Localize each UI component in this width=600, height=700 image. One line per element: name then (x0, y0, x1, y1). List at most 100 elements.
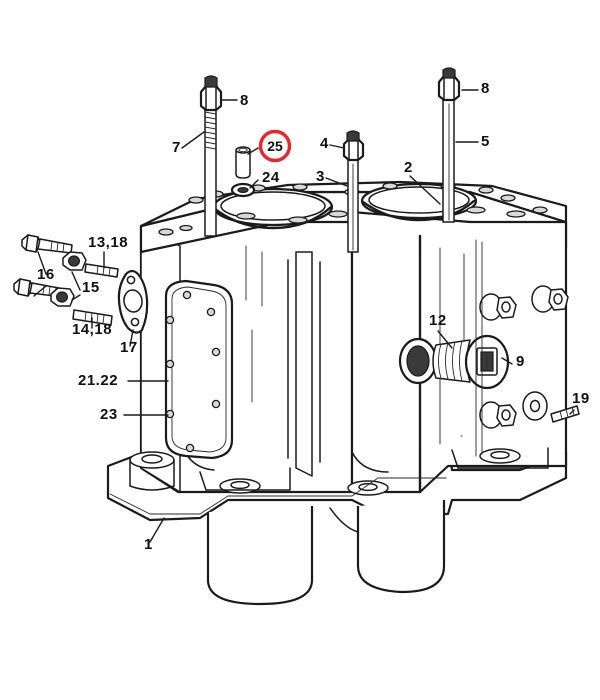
rbla-hole (501, 409, 511, 421)
callout-13-18: 13,18 (88, 234, 128, 251)
bolt16u-shank (37, 238, 73, 254)
flange-groove-left (199, 467, 291, 491)
callout-12: 12 (429, 312, 447, 329)
cover-bolt-7 (211, 399, 221, 409)
stud-7-threads (204, 111, 217, 150)
deck-hole-17 (179, 224, 193, 232)
base-bosses (109, 447, 549, 515)
stud1418-body (72, 309, 113, 326)
bore-left-inner (220, 191, 326, 221)
cover-bolt-6 (165, 409, 175, 419)
cylinder-liner-skirts (206, 500, 446, 606)
right-bolt-upper-a (479, 293, 517, 321)
nut-8-left-hex (199, 84, 223, 112)
cover-plate-inner (171, 286, 227, 453)
boss-3-hole (358, 482, 378, 492)
stud19-body (550, 405, 580, 423)
long-stud-left-assembly (199, 75, 223, 237)
oval-gasket-17 (117, 269, 149, 334)
right-washer-lower-b (522, 391, 548, 421)
boss-2-hole (230, 480, 250, 490)
plug-assembly-right (398, 334, 510, 390)
stud-7-tip (204, 75, 218, 88)
cover-bolt-3 (206, 307, 216, 317)
callout-15: 15 (82, 279, 100, 296)
callout-3: 3 (316, 168, 325, 185)
leader-16 (37, 251, 47, 275)
gasket17-bolt-hole-bot (130, 317, 140, 327)
callout-labels: 8 7 24 4 3 2 8 5 13,18 16 15 14,18 17 21… (37, 80, 589, 553)
stud-5-tip (442, 67, 456, 79)
nut-4-facet (348, 138, 359, 161)
gasket17-center-hole (123, 289, 143, 313)
leader-7 (181, 131, 205, 149)
nut-8-right-hex (437, 74, 461, 102)
short-stud-assembly (342, 130, 365, 253)
boss-4 (479, 448, 521, 464)
leader-2 (409, 175, 441, 205)
nut-4-hex (342, 137, 365, 162)
callout-5: 5 (481, 133, 490, 150)
highlight-circle (258, 129, 292, 163)
stud-19 (550, 405, 580, 423)
loose-fasteners-left (13, 234, 149, 334)
plug-boss-bore (406, 345, 430, 377)
leader-15b (71, 294, 81, 301)
center-web (295, 251, 313, 477)
callout-8-right: 8 (481, 80, 490, 97)
callout-2: 2 (404, 159, 413, 176)
rbub-hole (553, 293, 563, 305)
callout-23: 23 (100, 406, 118, 423)
flange-groove-right (451, 447, 549, 469)
leader-lines (33, 89, 575, 543)
deck-hole-6 (288, 216, 308, 224)
stud1318-body (84, 263, 119, 278)
stud-14-18 (72, 309, 113, 326)
leader-16b (33, 285, 47, 297)
gasket17-bolt-hole-top (126, 275, 136, 285)
rbla-hex (496, 404, 517, 427)
deck-hole-16 (158, 228, 174, 236)
dowel-sleeve-25 (235, 146, 251, 179)
nut-15-lower (50, 287, 75, 307)
leader-15 (71, 271, 81, 291)
nut-15-upper (62, 251, 87, 271)
deck-hole-14 (506, 210, 526, 218)
stud-13-18 (84, 263, 119, 278)
leader-19 (569, 409, 575, 415)
callout-24: 24 (262, 169, 280, 186)
leader-3 (325, 177, 348, 187)
callout-14-18: 14,18 (72, 321, 112, 338)
deck-hole-13 (466, 206, 486, 214)
callout-1: 1 (144, 536, 153, 553)
plug-12-threads (438, 340, 463, 382)
leader-17 (129, 329, 134, 347)
leader-4 (329, 144, 345, 149)
right-bolt-upper-b (531, 285, 569, 313)
nut15u-hole (67, 255, 80, 267)
o-ring-24 (230, 182, 256, 198)
bore-right-inner (368, 186, 470, 214)
callout-4: 4 (320, 135, 329, 152)
leader-25 (247, 147, 259, 155)
callout-21-22: 21.22 (78, 372, 118, 389)
flange-edge-line (109, 477, 447, 515)
boss-1-hole (141, 454, 163, 464)
cover-bolt-4 (165, 359, 175, 369)
deck-hole-5 (236, 212, 256, 220)
side-cover-plate (164, 279, 234, 460)
highlight-label: 25 (267, 138, 283, 154)
cover-bolt-1 (182, 290, 192, 300)
callout-7: 7 (172, 139, 181, 156)
bore-left-inner-shadow (213, 205, 333, 230)
liner-skirt-right-back (329, 507, 359, 533)
o-ring-24-inner (237, 187, 249, 194)
long-stud-right-assembly (437, 67, 461, 223)
nut15l-hole (55, 291, 68, 303)
leader-24 (249, 179, 259, 189)
rbua-hole (501, 301, 511, 313)
leader-12 (437, 330, 453, 349)
cover-bolt-5 (211, 347, 221, 357)
cover-bolt-2 (165, 315, 175, 325)
